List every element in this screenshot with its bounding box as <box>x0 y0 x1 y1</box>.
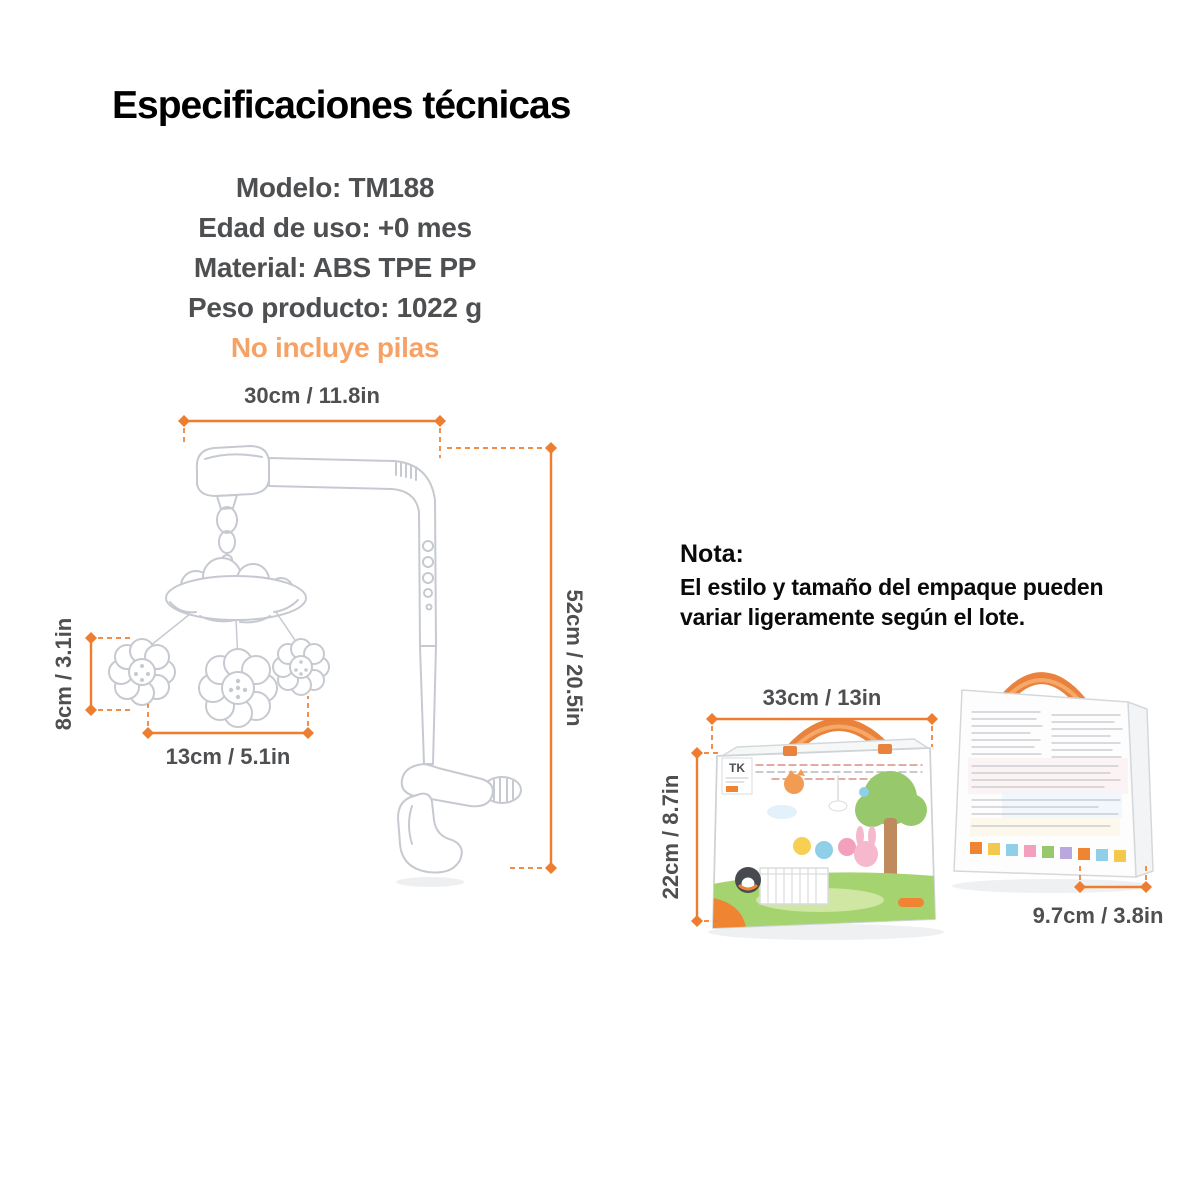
tk-logo-text: TK <box>729 761 745 775</box>
mobile-arm <box>268 457 437 647</box>
dim-line-box-height <box>695 752 721 922</box>
spec-no-batteries: No incluye pilas <box>230 332 440 363</box>
spec-weight: Peso producto: 1022 g <box>188 292 482 323</box>
arm-buttons <box>422 540 434 611</box>
dimension-lines <box>85 415 1152 927</box>
back-box-icon-strip <box>970 842 1126 862</box>
dim-label-arm-length: 30cm / 11.8in <box>244 383 380 408</box>
dim-label-total-height: 52cm / 20.5in <box>562 589 587 727</box>
flower-toy-left <box>108 638 176 706</box>
hanger-chain <box>216 494 238 566</box>
crib-mobile-illustration <box>108 445 522 887</box>
front-box-artwork: TK <box>713 757 935 928</box>
brand-pill <box>898 898 924 907</box>
spec-material: Material: ABS TPE PP <box>193 252 477 283</box>
dim-line-box-depth <box>1079 862 1147 889</box>
spec-model: Modelo: TM188 <box>235 172 435 203</box>
page-title: Especificaciones técnicas <box>112 84 571 127</box>
flower-toy-right <box>272 638 330 696</box>
dim-line-toy-size <box>89 637 132 711</box>
dim-label-box-depth: 9.7cm / 3.8in <box>1032 903 1164 928</box>
dim-line-mobile-width <box>147 696 309 735</box>
packaging-boxes: TK <box>708 672 1154 940</box>
dim-line-arm-length <box>183 419 441 458</box>
flower-toy-center <box>198 648 278 728</box>
crib-clamp <box>397 763 522 874</box>
back-box-fine-print <box>971 711 1123 827</box>
note-body: El estilo y tamaño del empaque pueden va… <box>680 574 1104 630</box>
spec-age: Edad de uso: +0 mes <box>198 212 472 243</box>
clamp-shadow <box>396 877 464 887</box>
cloud-canopy <box>165 557 307 624</box>
box-front: TK <box>708 718 944 940</box>
box-back-side <box>952 672 1154 893</box>
dim-line-total-height <box>447 447 553 869</box>
dim-line-box-width <box>711 717 933 753</box>
spec-list: Modelo: TM188 Edad de uso: +0 mes Materi… <box>115 168 555 368</box>
dim-label-box-height: 22cm / 8.7in <box>658 774 683 900</box>
dim-label-box-width: 33cm / 13in <box>762 685 882 710</box>
dim-label-mobile-width: 13cm / 5.1in <box>165 744 291 769</box>
note-heading: Nota: <box>680 540 744 568</box>
dim-label-toy-size: 8cm / 3.1in <box>51 617 76 731</box>
